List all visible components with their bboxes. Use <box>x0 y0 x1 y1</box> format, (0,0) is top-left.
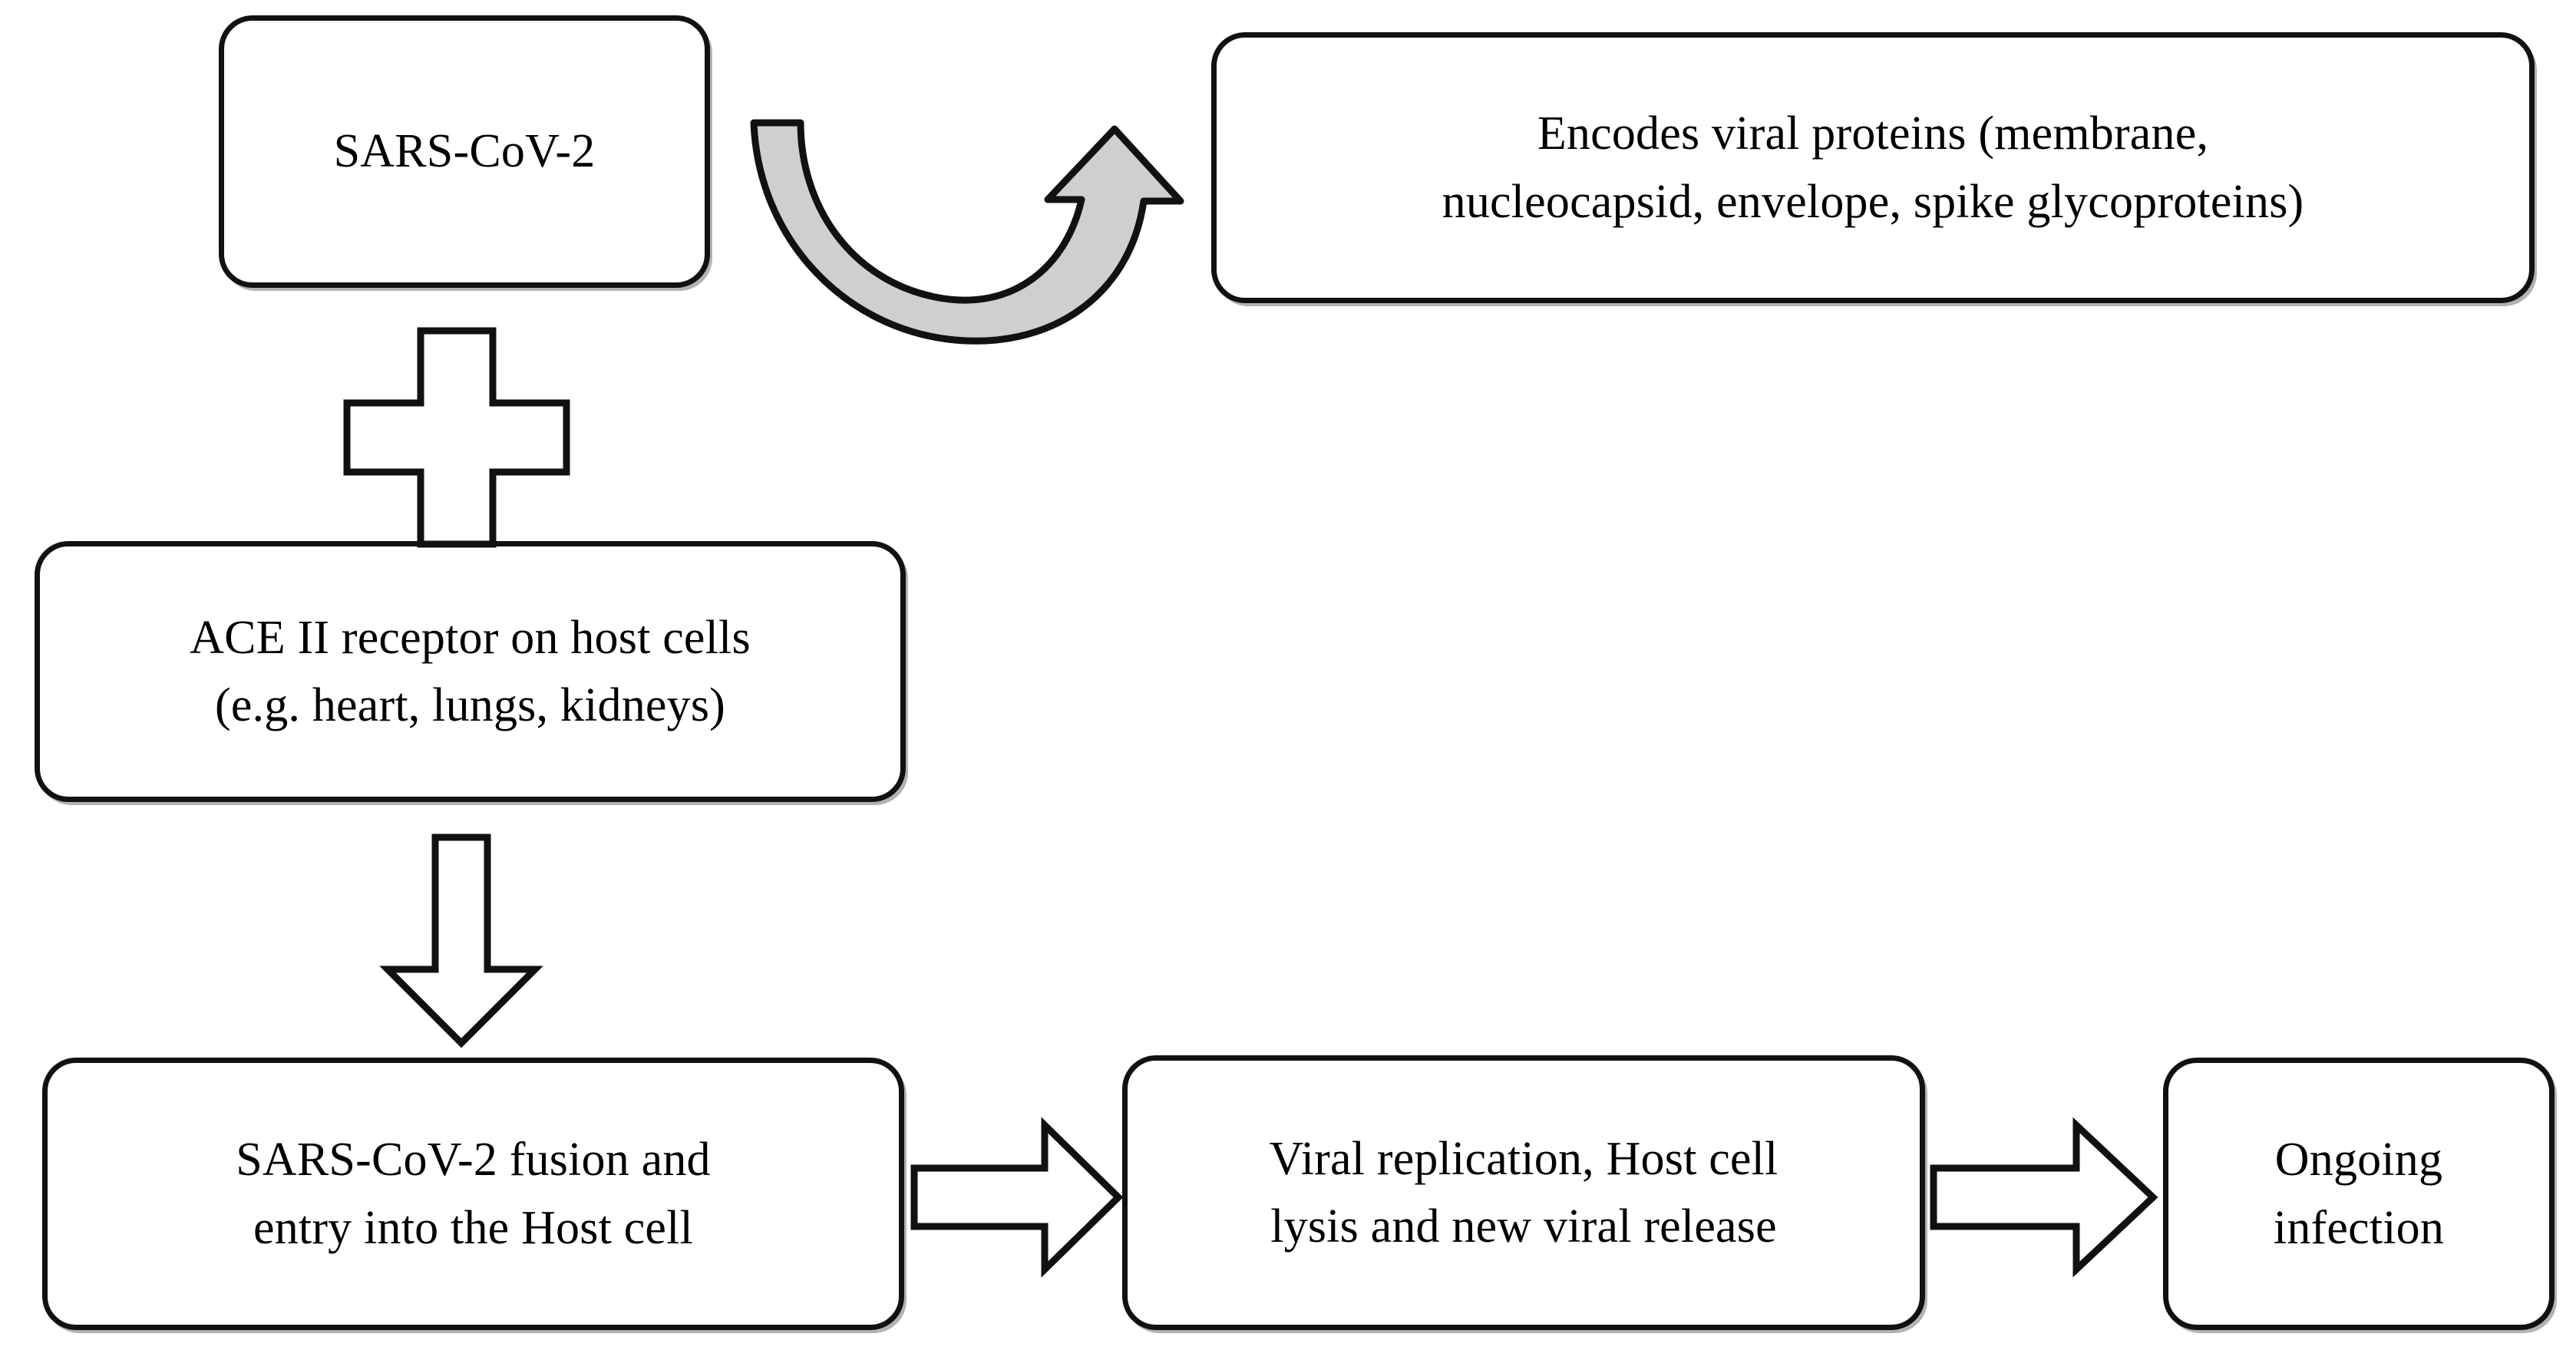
plus-sign-icon <box>343 327 570 548</box>
node-ongoing-infection[interactable]: Ongoing infection <box>2163 1058 2555 1330</box>
node-label: ACE II receptor on host cells (e.g. hear… <box>190 611 751 731</box>
node-label: SARS-CoV-2 fusion and entry into the Hos… <box>236 1134 711 1254</box>
node-label: SARS-CoV-2 <box>333 125 596 178</box>
down-arrow-icon <box>379 833 543 1048</box>
node-encodes-viral-proteins[interactable]: Encodes viral proteins (membrane, nucleo… <box>1211 32 2535 303</box>
curved-up-arrow-icon <box>750 119 1184 345</box>
node-label: Encodes viral proteins (membrane, nucleo… <box>1442 107 2304 228</box>
node-label: Ongoing infection <box>2273 1134 2445 1254</box>
node-label: Viral replication, Host cell lysis and n… <box>1269 1132 1778 1253</box>
right-arrow-icon <box>910 1117 1124 1278</box>
node-sars-cov-2[interactable]: SARS-CoV-2 <box>219 15 710 288</box>
node-fusion-entry[interactable]: SARS-CoV-2 fusion and entry into the Hos… <box>42 1058 904 1330</box>
node-viral-replication[interactable]: Viral replication, Host cell lysis and n… <box>1122 1055 1925 1330</box>
right-arrow-icon <box>1930 1117 2158 1278</box>
node-ace2-receptor[interactable]: ACE II receptor on host cells (e.g. hear… <box>35 541 906 802</box>
